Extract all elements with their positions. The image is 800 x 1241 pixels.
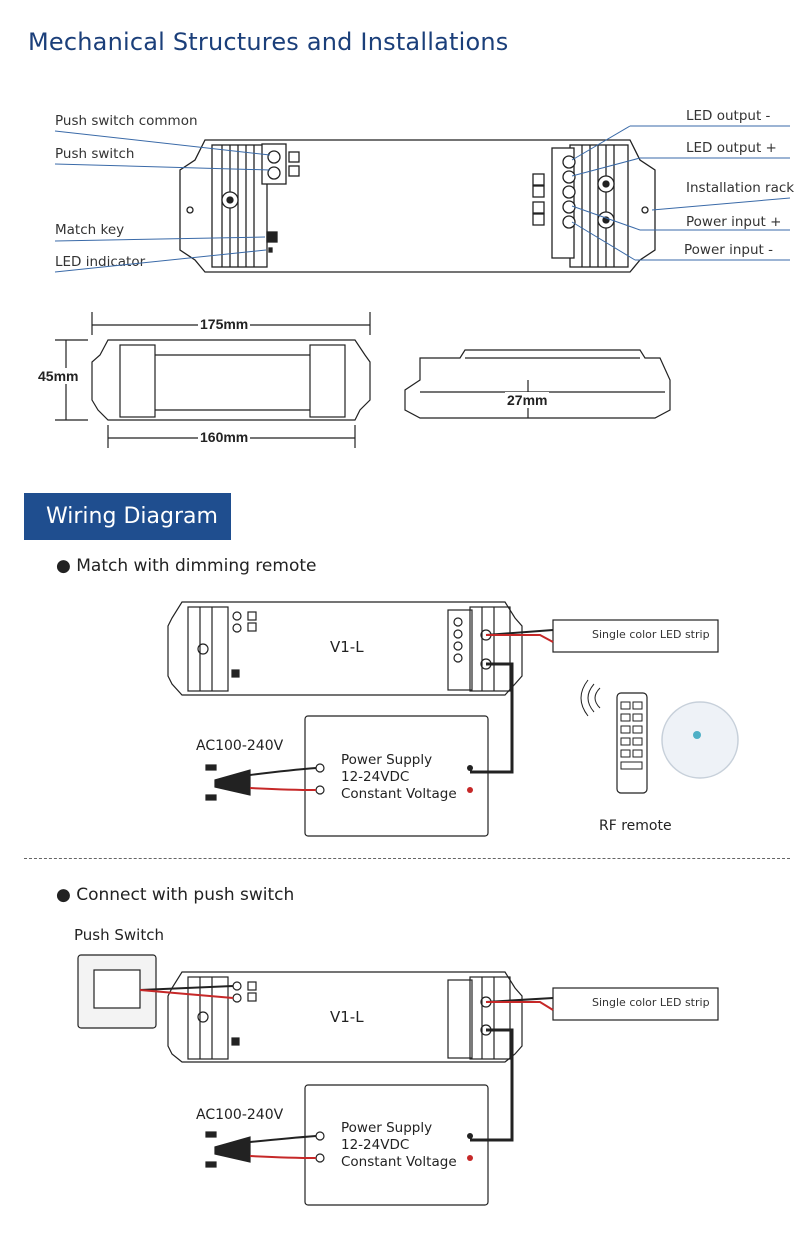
controller-model-label: V1-L xyxy=(330,638,364,656)
led-strip-label-2: Single color LED strip xyxy=(592,996,710,1009)
label-led-output-minus: LED output - xyxy=(686,108,771,124)
power-supply-line3: Constant Voltage xyxy=(341,786,457,802)
ac-input-label-2: AC100-240V xyxy=(196,1107,284,1123)
wiring-diagram-remote xyxy=(167,601,739,837)
wiring-diagram-push-switch xyxy=(77,954,719,1206)
label-led-indicator: LED indicator xyxy=(55,254,146,270)
label-power-input-minus: Power input - xyxy=(684,242,773,258)
label-match-key: Match key xyxy=(55,222,125,238)
dim-height: 27mm xyxy=(505,392,550,408)
power-supply-line1: Power Supply xyxy=(341,752,433,768)
controller-model-label-2: V1-L xyxy=(330,1008,364,1026)
dimension-drawings xyxy=(55,312,671,448)
power-supply2-line1: Power Supply xyxy=(341,1120,433,1136)
label-installation-rack: Installation rack xyxy=(686,180,795,196)
label-push-switch: Push switch xyxy=(55,146,135,162)
power-supply-line2: 12-24VDC xyxy=(341,769,410,785)
page-title: Mechanical Structures and Installations xyxy=(28,28,509,56)
dim-width: 45mm xyxy=(36,368,81,384)
section2-heading: ● Connect with push switch xyxy=(56,885,295,905)
power-supply2-line3: Constant Voltage xyxy=(341,1154,457,1170)
power-supply2-line2: 12-24VDC xyxy=(341,1137,410,1153)
label-push-switch-common: Push switch common xyxy=(55,113,198,129)
dim-length-inner: 160mm xyxy=(198,429,251,445)
rf-remote-label: RF remote xyxy=(599,818,672,834)
label-power-input-plus: Power input + xyxy=(686,214,782,230)
section1-heading: ● Match with dimming remote xyxy=(56,556,317,576)
led-strip-label: Single color LED strip xyxy=(592,628,710,641)
label-led-output-plus: LED output + xyxy=(686,140,777,156)
dim-length-outer: 175mm xyxy=(198,316,251,332)
ac-input-label: AC100-240V xyxy=(196,738,284,754)
section-divider xyxy=(24,858,790,859)
controller-top-view xyxy=(54,125,791,273)
wiring-diagram-tab: Wiring Diagram xyxy=(24,493,231,540)
push-switch-label: Push Switch xyxy=(74,926,164,944)
